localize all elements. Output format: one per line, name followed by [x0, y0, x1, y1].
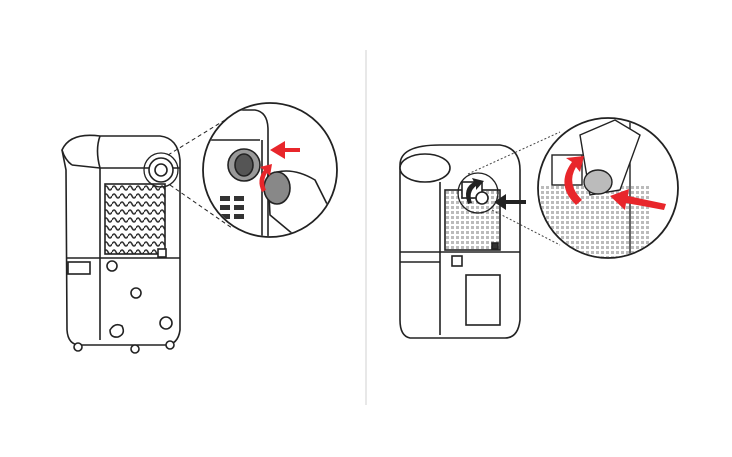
- rotate-arrow-icon: [564, 156, 584, 205]
- right-dehumidifier: [399, 144, 521, 339]
- left-magnifier: [202, 102, 338, 238]
- left-callout-source: [143, 152, 179, 188]
- right-callout-source: [457, 172, 499, 214]
- right-callout-line: [491, 209, 561, 246]
- push-arrow-icon: [610, 189, 666, 210]
- right-callout-line: [467, 131, 561, 175]
- push-arrow-icon: [494, 194, 526, 210]
- left-dehumidifier: [61, 134, 181, 354]
- left-callout-line: [169, 184, 233, 229]
- push-arrow-icon: [270, 141, 300, 159]
- right-magnifier: [537, 117, 679, 259]
- rotate-arrow-icon: [466, 178, 484, 204]
- rotate-arrow-icon: [259, 164, 272, 192]
